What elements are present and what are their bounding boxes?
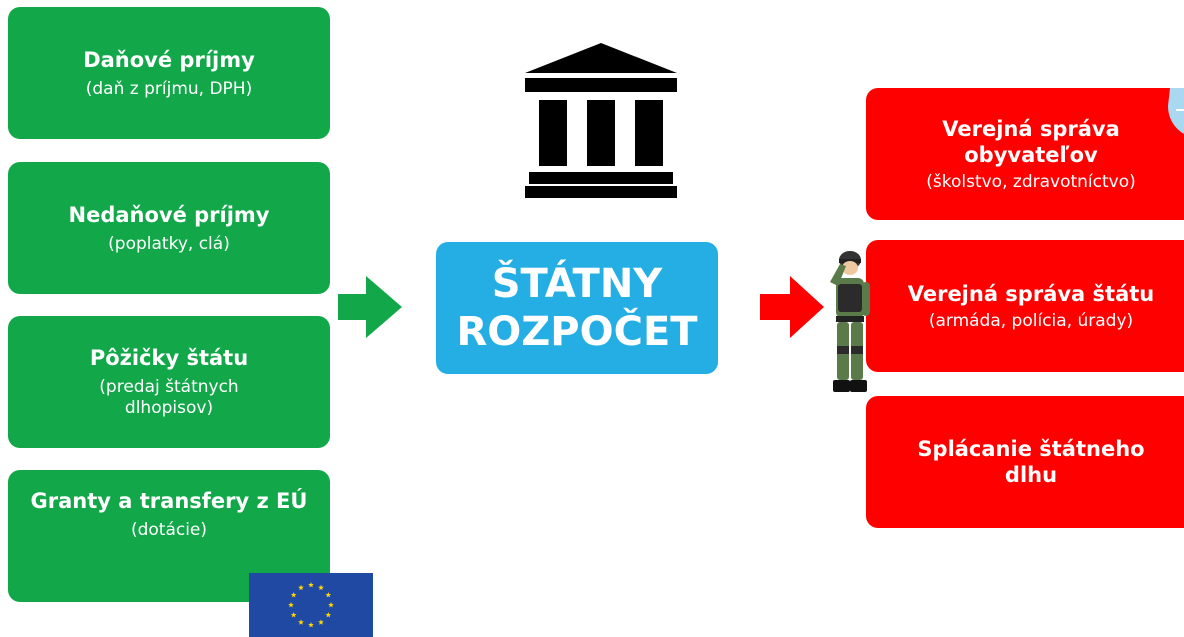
expense-title: Verejná správa obyvateľov xyxy=(942,116,1120,167)
arrow-right-icon xyxy=(760,276,824,338)
expense-box-state-admin: Verejná správa štátu (armáda, polícia, ú… xyxy=(866,240,1184,372)
income-title: Pôžičky štátu xyxy=(89,346,249,370)
income-box-eu-grants: Granty a transfery z EÚ (dotácie) xyxy=(8,470,330,602)
arrow-right-icon xyxy=(338,276,402,338)
expense-box-debt-repayment: Splácanie štátneho dlhu xyxy=(866,396,1184,528)
income-subtitle: (dotácie) xyxy=(130,520,208,540)
income-title: Daňové príjmy xyxy=(83,47,255,72)
income-subtitle: (poplatky, clá) xyxy=(108,233,230,254)
income-box-nontax: Nedaňové príjmy (poplatky, clá) xyxy=(8,162,330,294)
budget-line-2: ROZPOČET xyxy=(456,309,698,355)
budget-line-1: ŠTÁTNY xyxy=(491,261,663,307)
income-box-loans: Pôžičky štátu (predaj štátnych dlhopisov… xyxy=(8,316,330,448)
income-title: Granty a transfery z EÚ xyxy=(30,489,308,513)
eu-star-icon xyxy=(325,612,332,618)
expense-subtitle: (armáda, polícia, úrady) xyxy=(928,310,1134,331)
eu-star-icon xyxy=(308,622,314,628)
eu-star-icon xyxy=(290,592,297,598)
expense-box-public-services: Verejná správa obyvateľov (školstvo, zdr… xyxy=(866,88,1184,220)
expense-title: Splácanie štátneho dlhu xyxy=(917,437,1145,487)
eu-star-icon xyxy=(298,619,304,625)
soldier-icon xyxy=(830,251,870,392)
eu-star-icon xyxy=(288,602,294,608)
eu-star-icon xyxy=(318,584,324,591)
state-budget-box: ŠTÁTNY ROZPOČET xyxy=(436,242,718,374)
eu-star-icon xyxy=(290,612,297,618)
expense-title: Verejná správa štátu xyxy=(907,281,1155,306)
income-subtitle: (predaj štátnych dlhopisov) xyxy=(99,377,239,418)
decorative-corner-icon xyxy=(1168,88,1184,134)
expense-subtitle: (školstvo, zdravotníctvo) xyxy=(926,171,1136,192)
eu-star-icon xyxy=(298,584,304,591)
eu-star-icon xyxy=(308,582,314,588)
income-subtitle: (daň z príjmu, DPH) xyxy=(85,78,253,99)
eu-star-icon xyxy=(328,602,334,608)
eu-flag-icon xyxy=(249,573,373,637)
eu-star-icon xyxy=(318,619,324,625)
bank-building-icon xyxy=(525,43,677,198)
income-title: Nedaňové príjmy xyxy=(68,202,270,227)
eu-star-icon xyxy=(325,592,332,598)
income-box-tax: Daňové príjmy (daň z príjmu, DPH) xyxy=(8,7,330,139)
